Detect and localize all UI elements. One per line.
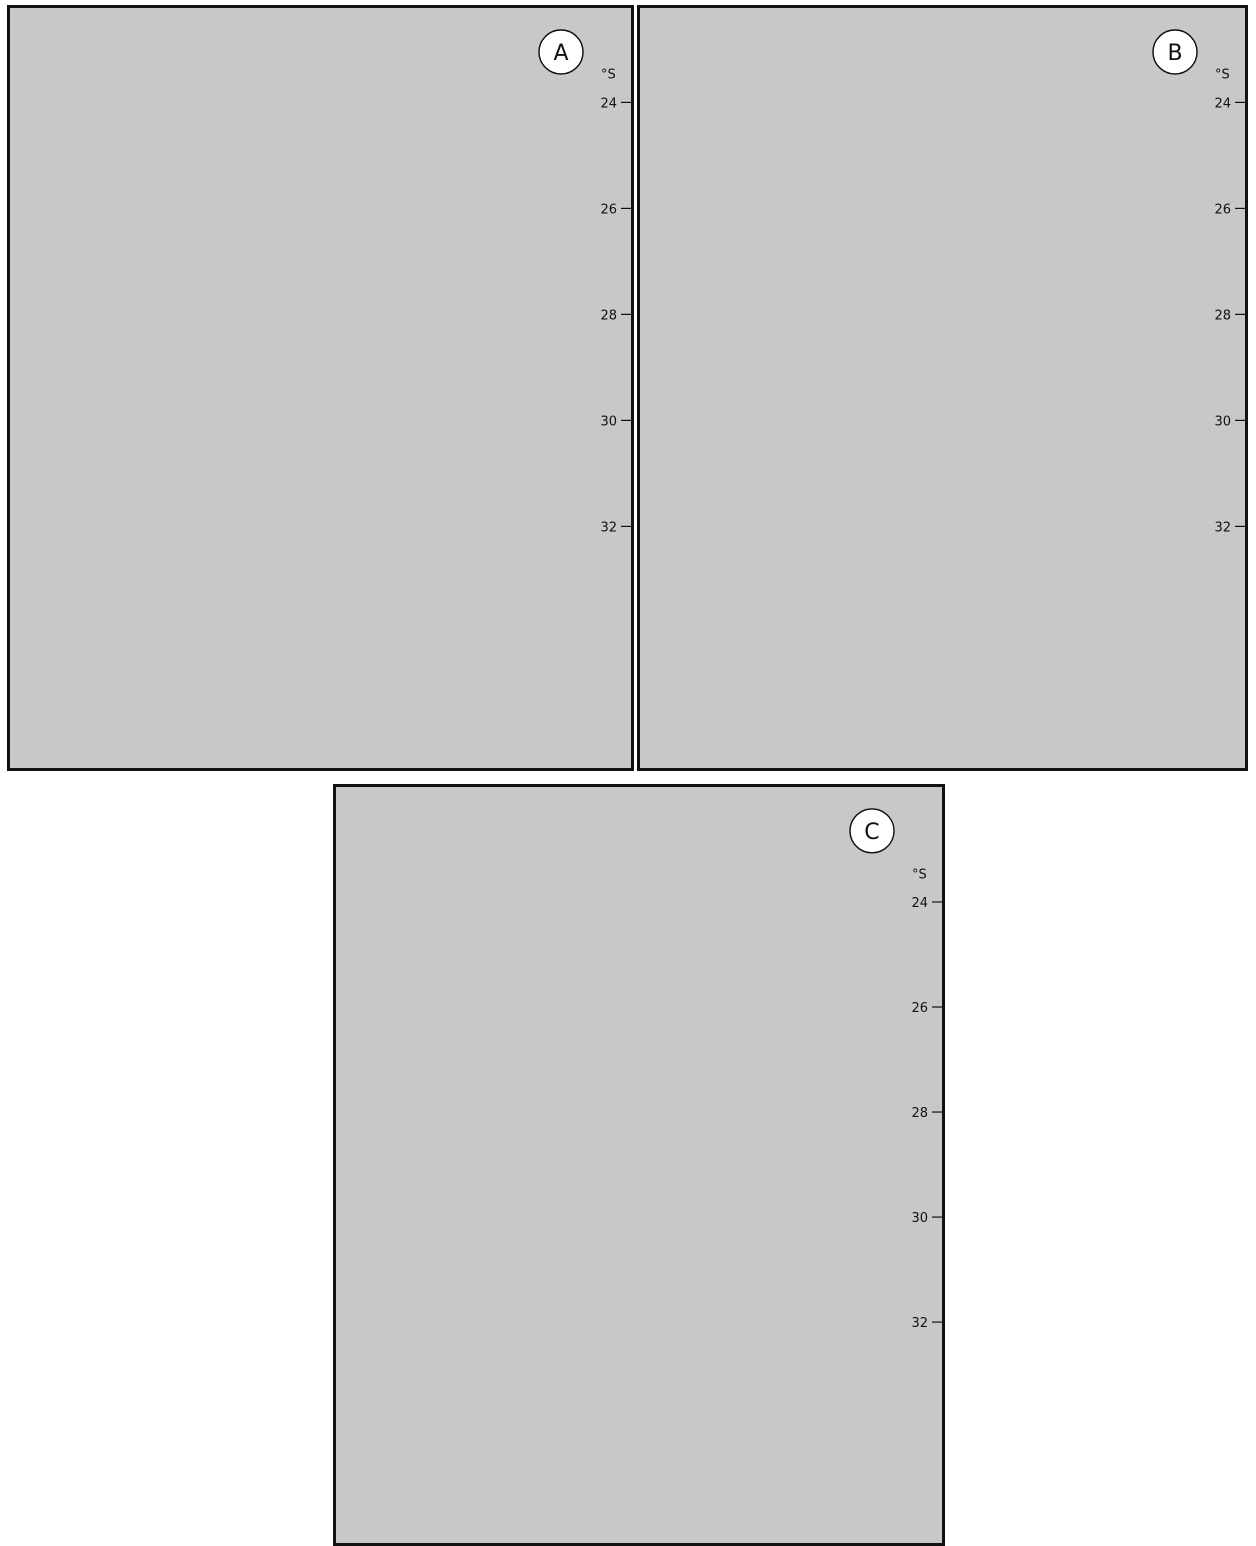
latitude-tick-label: 30 bbox=[600, 414, 617, 429]
map-svg: PARAGUAIARGENTINAURUGUAIOCEANOATLÂNTICO2… bbox=[336, 787, 942, 1401]
latitude-tick-label: 26 bbox=[911, 1001, 928, 1016]
latitude-tick-label: 30 bbox=[1214, 414, 1231, 429]
panel-letter: C bbox=[864, 820, 879, 845]
panel-letter-badge bbox=[538, 29, 584, 75]
latitude-tick-label: 32 bbox=[911, 1316, 928, 1331]
latitude-unit-label: °S bbox=[912, 867, 927, 882]
map-panel-c: PARAGUAIARGENTINAURUGUAIOCEANOATLÂNTICO2… bbox=[333, 784, 945, 1546]
latitude-tick-label: 26 bbox=[1214, 202, 1231, 217]
ocean-area bbox=[640, 8, 1245, 606]
latitude-tick-label: 28 bbox=[911, 1106, 928, 1121]
latitude-tick-label: 28 bbox=[1214, 308, 1231, 323]
ocean-area bbox=[10, 8, 631, 606]
latitude-tick-label: 24 bbox=[1214, 96, 1231, 111]
latitude-tick-label: 28 bbox=[600, 308, 617, 323]
latitude-unit-label: °S bbox=[1215, 68, 1230, 83]
latitude-tick-label: 32 bbox=[1214, 520, 1231, 535]
latitude-unit-label: °S bbox=[601, 68, 616, 83]
panel-letter-badge bbox=[849, 808, 895, 854]
panel-letter: A bbox=[553, 41, 568, 66]
latitude-tick-label: 24 bbox=[600, 96, 617, 111]
latitude-tick-label: 32 bbox=[600, 520, 617, 535]
map-panel-b: PARAGUAIARGENTINAURUGUAIOCEANOATLÂNTICO2… bbox=[637, 5, 1248, 771]
latitude-tick-label: 30 bbox=[911, 1211, 928, 1226]
latitude-tick-label: 24 bbox=[911, 896, 928, 911]
ocean-area bbox=[336, 787, 942, 1401]
latitude-tick-label: 26 bbox=[600, 202, 617, 217]
map-svg: PARAGUAIARGENTINAURUGUAIOCEANOATLÂNTICO2… bbox=[640, 8, 1245, 606]
map-svg: PARAGUAIARGENTINAURUGUAIOCEANOATLÂNTICO2… bbox=[10, 8, 631, 606]
panel-letter: B bbox=[1167, 41, 1182, 66]
map-panel-a: PARAGUAIARGENTINAURUGUAIOCEANOATLÂNTICO2… bbox=[7, 5, 634, 771]
panel-letter-badge bbox=[1152, 29, 1198, 75]
